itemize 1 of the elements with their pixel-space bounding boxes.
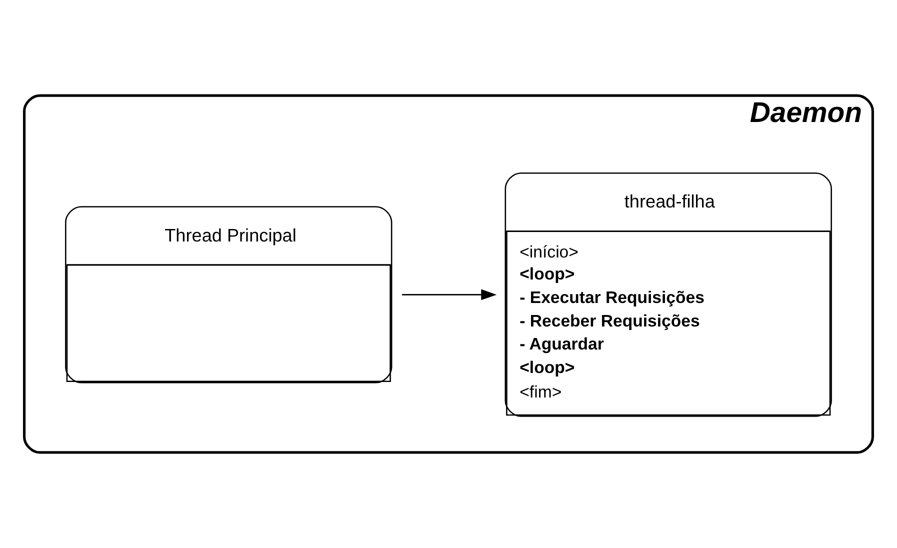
arrow: [402, 289, 497, 300]
